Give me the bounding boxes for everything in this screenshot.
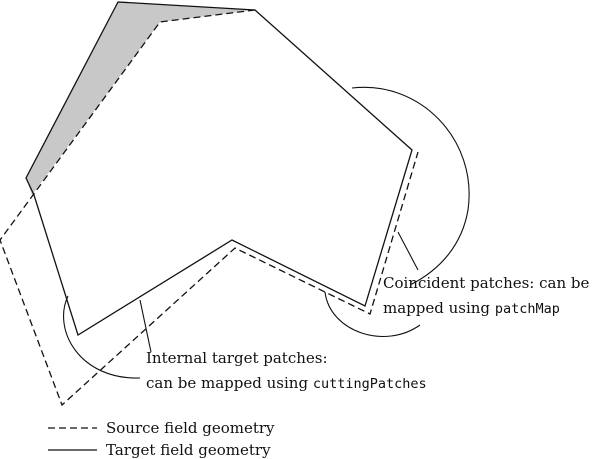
legend-source-label: Source field geometry: [106, 419, 275, 437]
source-geometry-outline: [0, 9, 419, 407]
coincident-patches-leader: [397, 231, 419, 271]
legend: Source field geometry Target field geome…: [48, 419, 275, 459]
coincident-label-line1: Coincident patches: can be: [383, 274, 590, 292]
internal-label-code: cuttingPatches: [313, 376, 427, 392]
coincident-label-prefix: mapped using: [383, 299, 495, 317]
coincident-patches-arc: [351, 86, 470, 286]
legend-target-label: Target field geometry: [106, 441, 271, 459]
internal-label-prefix: can be mapped using: [146, 374, 313, 392]
internal-patches-arc: [63, 295, 141, 379]
internal-label-line1: Internal target patches:: [146, 349, 328, 367]
coincident-label-line2: mapped using patchMap: [383, 299, 560, 317]
coincident-patches-arc-lower: [324, 291, 421, 337]
target-geometry-outline: [25, 1, 413, 336]
internal-patches-leader: [139, 299, 152, 353]
shaded-uncovered-region: [26, 2, 255, 195]
coincident-label-code: patchMap: [495, 301, 560, 317]
internal-label-line2: can be mapped using cuttingPatches: [146, 374, 427, 392]
